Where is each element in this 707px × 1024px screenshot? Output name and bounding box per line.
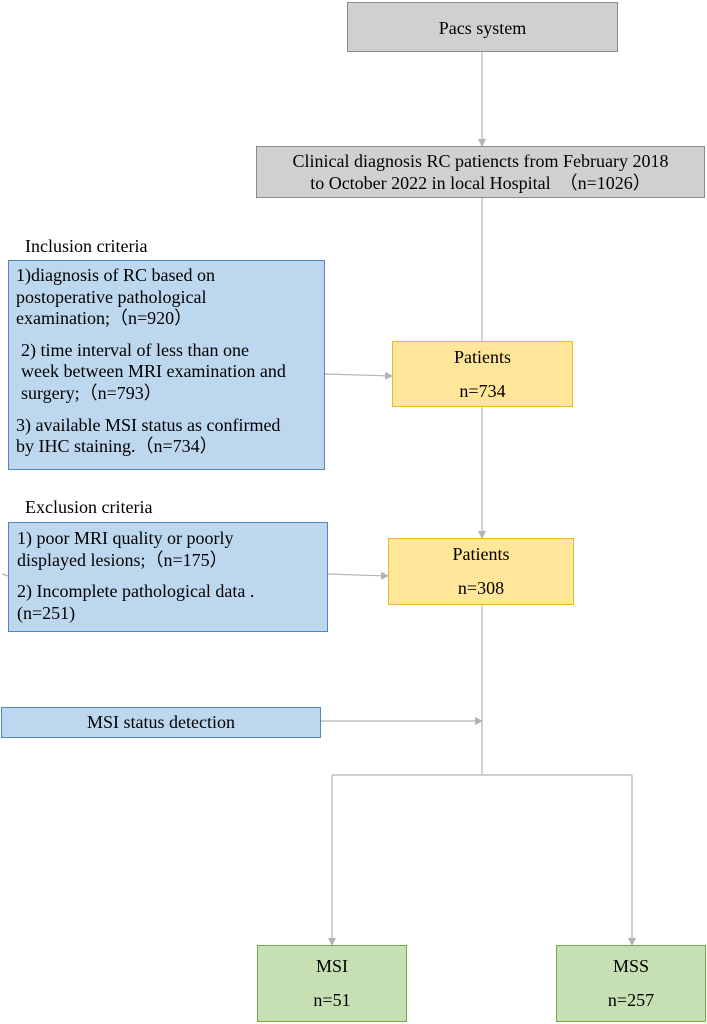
patients-308-label: Patients xyxy=(452,544,510,564)
msi-status-detection-box: MSI status detection xyxy=(1,707,321,738)
patients-308-box: Patients n=308 xyxy=(388,538,574,605)
inclusion-criterion-2: 2) time interval of less than one week b… xyxy=(16,340,318,405)
arrow-inclusion-to-patients-734 xyxy=(324,371,393,380)
exclusion-criteria-title: Exclusion criteria xyxy=(25,497,153,517)
inclusion-criterion-2-line-3: surgery;（n=793） xyxy=(21,382,162,403)
patients-734-box: Patients n=734 xyxy=(392,341,573,407)
msi-outcome-box: MSI n=51 xyxy=(257,945,407,1022)
exclusion-criteria-box: 1) poor MRI quality or poorly displayed … xyxy=(8,522,328,632)
pacs-system-label: Pacs system xyxy=(438,18,527,38)
exclusion-criterion-1: 1) poor MRI quality or poorly displayed … xyxy=(17,528,321,571)
inclusion-criterion-3: 3) available MSI status as confirmed by … xyxy=(16,415,318,458)
msi-outcome-label: MSI xyxy=(315,956,348,976)
inclusion-criteria-title: Inclusion criteria xyxy=(25,236,148,256)
msi-status-detection-label: MSI status detection xyxy=(87,712,235,732)
pacs-system-box: Pacs system xyxy=(347,2,618,52)
patients-308-count: n=308 xyxy=(457,577,505,598)
arrow-exclusion-to-patients-308 xyxy=(327,571,389,580)
exclusion-criterion-2-line-1: 2) Incomplete pathological data . xyxy=(17,581,255,602)
inclusion-criterion-1: 1)diagnosis of RC based on postoperative… xyxy=(16,265,318,330)
inclusion-criterion-1-line-2: postoperative pathological xyxy=(16,286,207,307)
clinical-diagnosis-line-1: Clinical diagnosis RC patiencts from Feb… xyxy=(292,151,669,171)
inclusion-criteria-box: 1)diagnosis of RC based on postoperative… xyxy=(8,260,325,470)
mss-outcome-label: MSS xyxy=(612,956,650,976)
exclusion-criterion-2-line-2: (n=251) xyxy=(17,602,76,623)
exclusion-criterion-1-line-1: 1) poor MRI quality or poorly xyxy=(17,528,234,548)
mss-outcome-count: n=257 xyxy=(607,989,655,1010)
inclusion-criterion-2-line-2: week between MRI examination and xyxy=(21,361,286,382)
patients-734-label: Patients xyxy=(454,347,511,367)
clinical-diagnosis-box: Clinical diagnosis RC patiencts from Feb… xyxy=(256,146,705,198)
msi-outcome-count: n=51 xyxy=(313,989,351,1010)
inclusion-criterion-2-line-1: 2) time interval of less than one xyxy=(21,339,249,360)
inclusion-criterion-3-line-2: by IHC staining.（n=734） xyxy=(16,436,218,457)
exclusion-criterion-1-line-2: displayed lesions;（n=175） xyxy=(17,549,228,570)
inclusion-criterion-1-line-3: examination;（n=920） xyxy=(16,308,193,329)
patients-734-count: n=734 xyxy=(459,380,506,401)
mss-outcome-box: MSS n=257 xyxy=(556,945,706,1022)
inclusion-criterion-1-line-1: 1)diagnosis of RC based on xyxy=(16,265,215,285)
exclusion-criterion-2: 2) Incomplete pathological data . (n=251… xyxy=(17,581,321,624)
inclusion-criterion-3-line-1: 3) available MSI status as confirmed xyxy=(16,414,281,435)
clinical-diagnosis-line-2: to October 2022 in local Hospital （n=102… xyxy=(310,172,651,193)
